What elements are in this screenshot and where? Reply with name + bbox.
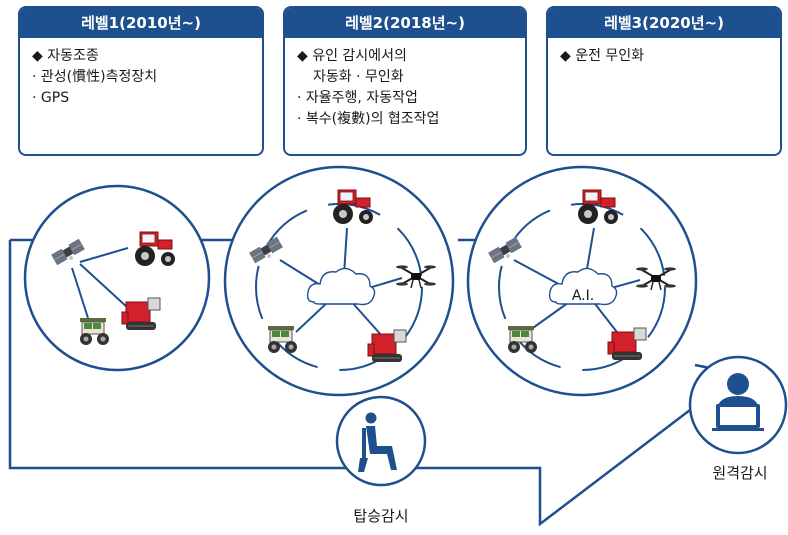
onboard-monitor-circle xyxy=(335,395,427,487)
level-1-body: ◆ 자동조종 · 관성(慣性)측정장치 · GPS xyxy=(20,38,262,109)
level-2-title: 레벨2(2018년~) xyxy=(285,8,525,38)
onboard-connector-line xyxy=(8,240,691,527)
link-line xyxy=(71,267,89,319)
link-line xyxy=(591,299,621,337)
level-1-line: · 관성(慣性)측정장치 xyxy=(32,69,158,85)
link-line xyxy=(79,247,129,263)
level-3-title: 레벨3(2020년~) xyxy=(548,8,780,38)
level-2-line: 자동화 · 무인화 xyxy=(313,69,404,85)
onboard-monitor-label: 탑승감시 xyxy=(353,507,409,525)
level-2-line: · 복수(複數)의 협조작업 xyxy=(297,111,440,127)
level-3-line: ◆ 운전 무인화 xyxy=(560,48,645,64)
link-line xyxy=(529,299,573,331)
level-2-line: ◆ 유인 감시에서의 xyxy=(297,48,407,64)
link-line xyxy=(343,227,348,276)
remote-monitor-label: 원격감시 xyxy=(712,464,768,482)
level-2-body: ◆ 유인 감시에서의 자동화 · 무인화 · 자율주행, 자동작업 · 복수(複… xyxy=(285,38,525,130)
level-1-title: 레벨1(2010년~) xyxy=(20,8,262,38)
level-1-line: · GPS xyxy=(32,90,70,106)
link-line xyxy=(79,263,129,309)
level-3-ring xyxy=(498,203,666,371)
seated-person-icon xyxy=(358,412,397,472)
ai-label: A.I. xyxy=(572,288,594,304)
link-line xyxy=(585,227,595,276)
level-2-card: 레벨2(2018년~) ◆ 유인 감시에서의 자동화 · 무인화 · 자율주행,… xyxy=(283,6,527,156)
level-3-card: 레벨3(2020년~) ◆ 운전 무인화 xyxy=(546,6,782,156)
link-line xyxy=(295,299,331,333)
level-2-line: · 자율주행, 자동작업 xyxy=(297,90,418,106)
level-1-line: ◆ 자동조종 xyxy=(32,48,99,64)
link-line xyxy=(349,299,383,337)
level-1-circle xyxy=(23,184,211,372)
remote-operator-icon xyxy=(712,373,764,431)
level-3-body: ◆ 운전 무인화 xyxy=(548,38,780,67)
level-1-card: 레벨1(2010년~) ◆ 자동조종 · 관성(慣性)측정장치 · GPS xyxy=(18,6,264,156)
